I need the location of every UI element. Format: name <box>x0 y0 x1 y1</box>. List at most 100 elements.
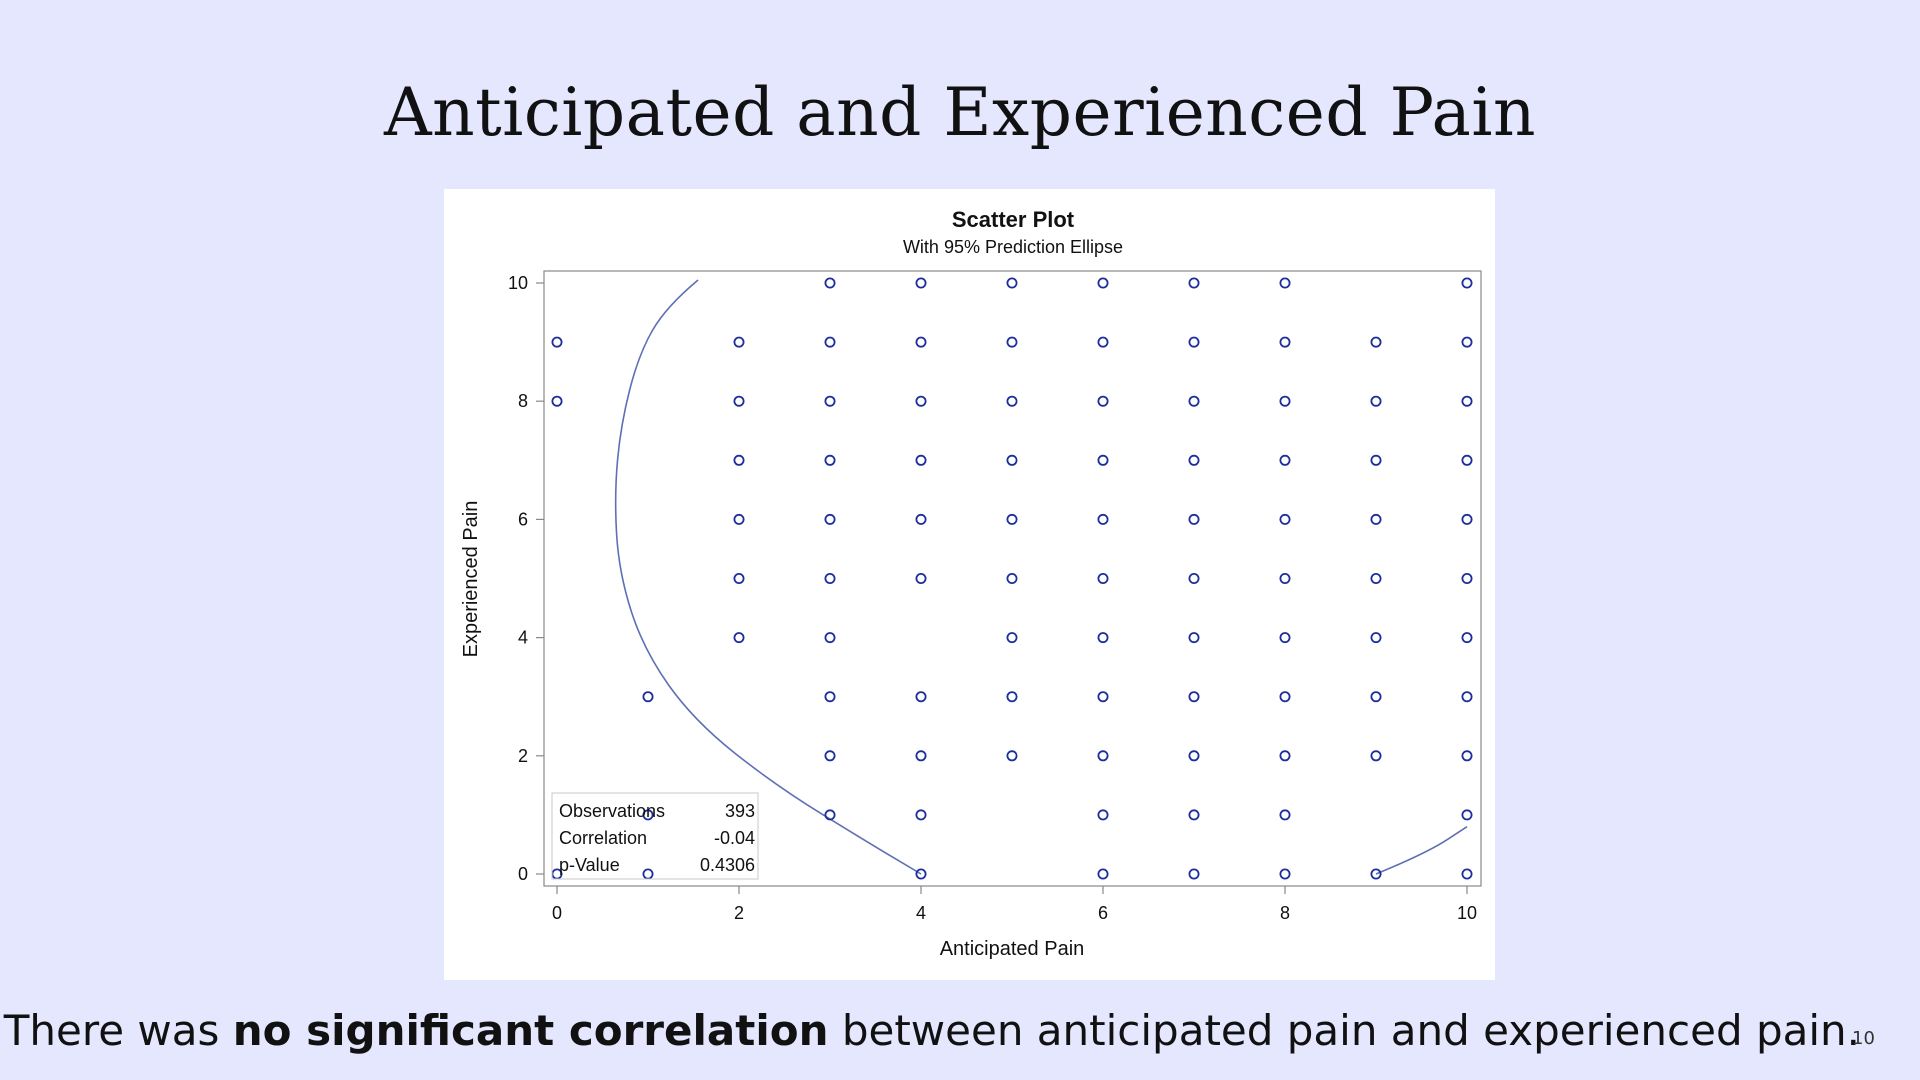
plot-area-frame <box>543 270 1482 887</box>
data-point <box>642 809 654 821</box>
stats-legend-box <box>551 792 759 880</box>
y-tick-label: 0 <box>518 864 528 884</box>
data-point <box>733 454 745 466</box>
stats-label-observations: Observations <box>559 801 665 821</box>
data-point <box>1370 395 1382 407</box>
data-point <box>915 750 927 762</box>
data-point <box>1279 572 1291 584</box>
data-point <box>1370 454 1382 466</box>
data-point <box>1370 750 1382 762</box>
data-point <box>1006 750 1018 762</box>
stats-label-correlation: Correlation <box>559 828 647 848</box>
caption-text-emphasis: no significant correlation <box>232 1006 829 1055</box>
data-point <box>1279 513 1291 525</box>
stats-value-observations: 393 <box>725 801 755 821</box>
data-point <box>1279 809 1291 821</box>
data-point <box>1097 513 1109 525</box>
y-tick-label: 8 <box>518 391 528 411</box>
data-point <box>1188 868 1200 880</box>
data-point <box>1006 336 1018 348</box>
data-point <box>824 454 836 466</box>
y-tick-label: 4 <box>518 628 528 648</box>
data-point <box>1370 691 1382 703</box>
stats-legend: Observations 393 Correlation -0.04 p-Val… <box>551 792 759 880</box>
data-point <box>1279 277 1291 289</box>
data-point <box>1370 632 1382 644</box>
data-point <box>915 454 927 466</box>
data-point <box>824 691 836 703</box>
data-point <box>915 513 927 525</box>
data-point <box>1006 572 1018 584</box>
page-number: 10 <box>1852 1028 1875 1049</box>
prediction-ellipse-arc-1 <box>614 279 922 875</box>
y-tick-label: 2 <box>518 746 528 766</box>
data-point <box>1279 395 1291 407</box>
data-point <box>1188 691 1200 703</box>
data-point <box>1461 454 1473 466</box>
data-point <box>1279 632 1291 644</box>
data-point <box>1188 750 1200 762</box>
x-axis-label: Anticipated Pain <box>940 938 1085 960</box>
data-point <box>551 395 563 407</box>
data-point <box>1188 632 1200 644</box>
slide-title: Anticipated and Experienced Pain <box>384 74 1536 151</box>
data-point <box>1097 336 1109 348</box>
data-point <box>824 632 836 644</box>
data-point <box>1461 572 1473 584</box>
stats-value-correlation: -0.04 <box>714 828 755 848</box>
data-point <box>733 572 745 584</box>
y-tick-label: 10 <box>508 273 528 293</box>
data-point <box>1461 809 1473 821</box>
data-point <box>1006 277 1018 289</box>
data-point <box>1097 277 1109 289</box>
data-point <box>1461 868 1473 880</box>
data-point <box>551 336 563 348</box>
caption-text-start: There was <box>3 1006 233 1055</box>
x-tick-label: 8 <box>1280 903 1290 923</box>
data-point <box>915 809 927 821</box>
data-point <box>824 513 836 525</box>
caption-text-end: between anticipated pain and experienced… <box>828 1006 1860 1055</box>
scatter-plot: Scatter Plot With 95% Prediction Ellipse… <box>460 207 1482 960</box>
y-tick-label: 6 <box>518 509 528 529</box>
data-point <box>642 691 654 703</box>
data-point <box>915 336 927 348</box>
data-point <box>1188 395 1200 407</box>
stats-label-p-value: p-Value <box>559 855 620 875</box>
data-point <box>1461 513 1473 525</box>
data-point <box>1461 277 1473 289</box>
data-point <box>1097 809 1109 821</box>
data-point <box>824 395 836 407</box>
x-tick-label: 4 <box>916 903 926 923</box>
data-point <box>1188 277 1200 289</box>
data-point <box>915 277 927 289</box>
data-point <box>915 572 927 584</box>
data-point <box>824 809 836 821</box>
data-point <box>824 336 836 348</box>
data-point <box>733 336 745 348</box>
data-point <box>1188 454 1200 466</box>
data-point <box>1097 750 1109 762</box>
data-point <box>1188 809 1200 821</box>
data-point <box>1461 632 1473 644</box>
data-point <box>1279 691 1291 703</box>
scatter-plot-panel: Scatter Plot With 95% Prediction Ellipse… <box>444 189 1495 980</box>
data-point <box>1097 632 1109 644</box>
data-point <box>1006 395 1018 407</box>
data-point <box>1097 868 1109 880</box>
x-tick-label: 2 <box>734 903 744 923</box>
data-point <box>1370 513 1382 525</box>
data-point <box>733 395 745 407</box>
data-point <box>1279 336 1291 348</box>
data-point <box>1097 395 1109 407</box>
data-point <box>1370 868 1382 880</box>
data-point <box>1461 750 1473 762</box>
data-point <box>1279 750 1291 762</box>
data-point <box>733 632 745 644</box>
data-point <box>915 395 927 407</box>
data-point <box>1006 632 1018 644</box>
data-point <box>824 277 836 289</box>
data-point <box>1461 395 1473 407</box>
data-point <box>1097 454 1109 466</box>
data-point <box>1188 336 1200 348</box>
